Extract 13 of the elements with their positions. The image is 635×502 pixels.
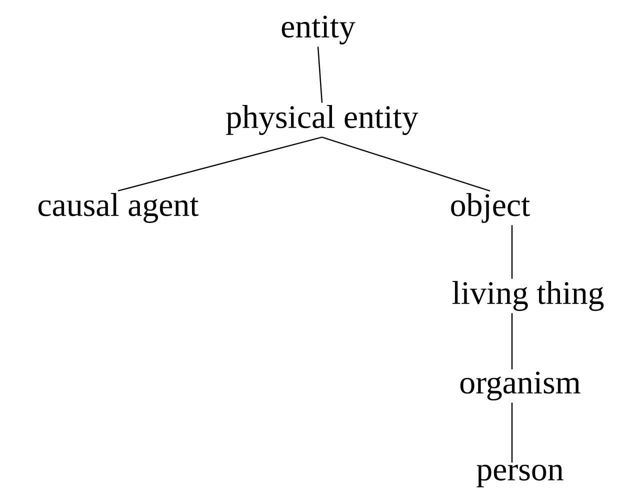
term-label: entity [282,16,356,44]
term-label: causal agent [38,193,199,223]
connector-line [317,46,323,103]
connector-line [118,136,322,192]
connector-line [511,225,513,279]
term-label: object [451,193,530,223]
connector-line [322,136,490,192]
term-label: living thing [452,281,604,311]
term-label: organism [460,372,580,400]
term-label: physical entity [226,105,418,135]
connector-line [511,402,513,463]
term-label: person [476,464,564,488]
connector-line [511,313,513,370]
